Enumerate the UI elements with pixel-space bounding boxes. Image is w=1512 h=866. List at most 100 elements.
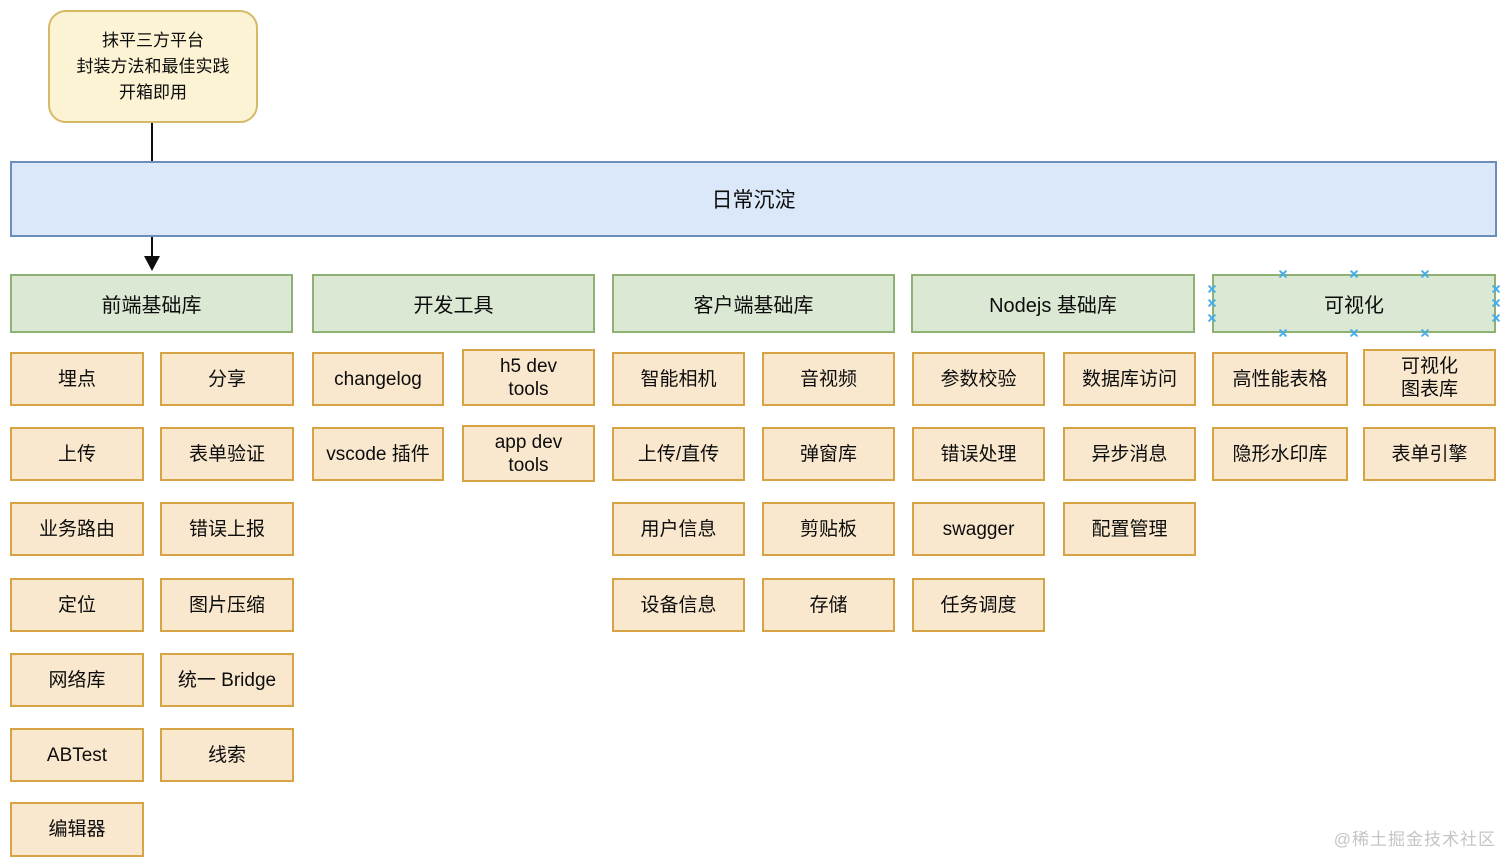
diagram-node[interactable]: 数据库访问	[1063, 352, 1196, 406]
connection-point-icon[interactable]	[1207, 284, 1217, 294]
node-label: 智能相机	[640, 368, 717, 390]
connection-point-icon[interactable]	[1420, 269, 1430, 279]
diagram-node[interactable]: 高性能表格	[1212, 352, 1348, 406]
node-label: 网络库	[48, 669, 106, 691]
diagram-node[interactable]: 埋点	[10, 352, 144, 406]
diagram-node[interactable]: 编辑器	[10, 802, 144, 857]
node-label: 图片压缩	[188, 594, 265, 616]
connection-point-icon[interactable]	[1349, 328, 1359, 338]
diagram-node[interactable]: 弹窗库	[762, 427, 895, 481]
diagram-node[interactable]: 任务调度	[912, 578, 1045, 632]
node-label: h5 dev tools	[499, 355, 558, 400]
connection-point-icon[interactable]	[1491, 298, 1501, 308]
root-note-node[interactable]: 抹平三方平台 封装方法和最佳实践 开箱即用	[48, 10, 258, 123]
node-label: vscode 插件	[326, 443, 430, 465]
diagram-node[interactable]: 上传/直传	[612, 427, 745, 481]
diagram-node[interactable]: 上传	[10, 427, 144, 481]
diagram-node[interactable]: 错误处理	[912, 427, 1045, 481]
diagram-node[interactable]: 可视化 图表库	[1363, 349, 1496, 406]
node-label: app dev tools	[494, 431, 563, 476]
node-label: 音视频	[799, 368, 857, 390]
diagram-node[interactable]: h5 dev tools	[462, 349, 595, 406]
diagram-node[interactable]: 异步消息	[1063, 427, 1196, 481]
connector-line	[151, 123, 153, 161]
diagram-node[interactable]: 剪贴板	[762, 502, 895, 556]
header-frontend-base[interactable]: 前端基础库	[10, 274, 293, 333]
header-label: 开发工具	[413, 295, 494, 317]
diagram-node[interactable]: 线索	[160, 728, 294, 782]
header-label: 前端基础库	[101, 295, 202, 317]
node-label: 数据库访问	[1081, 368, 1177, 390]
connection-point-icon[interactable]	[1420, 328, 1430, 338]
diagram-node[interactable]: 业务路由	[10, 502, 144, 556]
connection-point-icon[interactable]	[1278, 328, 1288, 338]
diagram-node[interactable]: 用户信息	[612, 502, 745, 556]
diagram-node[interactable]: app dev tools	[462, 425, 595, 482]
diagram-node[interactable]: 表单引擎	[1363, 427, 1496, 481]
node-label: changelog	[334, 368, 422, 390]
diagram-node[interactable]: 设备信息	[612, 578, 745, 632]
node-label: 上传	[57, 443, 96, 465]
connection-point-icon[interactable]	[1349, 269, 1359, 279]
diagram-node[interactable]: 图片压缩	[160, 578, 294, 632]
node-label: 可视化 图表库	[1400, 355, 1458, 400]
diagram-node[interactable]: 分享	[160, 352, 294, 406]
diagram-node[interactable]: 智能相机	[612, 352, 745, 406]
node-label: 参数校验	[940, 368, 1017, 390]
node-label: 表单验证	[188, 443, 265, 465]
node-label: 配置管理	[1091, 518, 1168, 540]
connection-point-icon[interactable]	[1491, 284, 1501, 294]
node-label: ABTest	[46, 744, 108, 766]
diagram-node[interactable]: 音视频	[762, 352, 895, 406]
diagram-node[interactable]: 隐形水印库	[1212, 427, 1348, 481]
node-label: 错误上报	[188, 518, 265, 540]
header-dev-tools[interactable]: 开发工具	[312, 274, 595, 333]
node-label: 表单引擎	[1391, 443, 1468, 465]
header-label: Nodejs 基础库	[989, 295, 1117, 317]
node-label: 剪贴板	[799, 518, 857, 540]
main-bar-node[interactable]: 日常沉淀	[10, 161, 1497, 237]
diagram-node[interactable]: ABTest	[10, 728, 144, 782]
diagram-node[interactable]: changelog	[312, 352, 444, 406]
diagram-node[interactable]: 定位	[10, 578, 144, 632]
diagram-node[interactable]: 参数校验	[912, 352, 1045, 406]
diagram-node[interactable]: 错误上报	[160, 502, 294, 556]
root-note-label: 抹平三方平台 封装方法和最佳实践 开箱即用	[76, 30, 230, 102]
connection-point-icon[interactable]	[1207, 313, 1217, 323]
node-label: 上传/直传	[637, 443, 720, 465]
connection-point-icon[interactable]	[1207, 298, 1217, 308]
diagram-node[interactable]: swagger	[912, 502, 1045, 556]
header-label: 可视化	[1324, 295, 1384, 317]
node-label: 弹窗库	[799, 443, 857, 465]
node-label: 异步消息	[1091, 443, 1168, 465]
node-label: 线索	[207, 744, 246, 766]
diagram-node[interactable]: 表单验证	[160, 427, 294, 481]
arrowhead-icon	[144, 256, 160, 271]
diagram-node[interactable]: vscode 插件	[312, 427, 444, 481]
node-label: 统一 Bridge	[177, 669, 277, 691]
node-label: 高性能表格	[1232, 368, 1328, 390]
node-label: 埋点	[57, 368, 96, 390]
header-label: 客户端基础库	[693, 295, 814, 317]
diagram-node[interactable]: 存储	[762, 578, 895, 632]
connector-line	[151, 237, 153, 257]
main-bar-label: 日常沉淀	[711, 189, 796, 212]
node-label: 任务调度	[940, 594, 1017, 616]
diagram-node[interactable]: 网络库	[10, 653, 144, 707]
diagram-node[interactable]: 配置管理	[1063, 502, 1196, 556]
watermark: @稀土掘金技术社区	[1333, 830, 1496, 849]
node-label: 存储	[809, 594, 848, 616]
node-label: 错误处理	[940, 443, 1017, 465]
node-label: 编辑器	[48, 819, 106, 840]
node-label: 分享	[207, 368, 246, 390]
node-label: 设备信息	[640, 594, 717, 616]
connection-point-icon[interactable]	[1278, 269, 1288, 279]
header-visualization[interactable]: 可视化	[1212, 274, 1496, 333]
connection-point-icon[interactable]	[1491, 313, 1501, 323]
node-label: 用户信息	[640, 518, 717, 540]
node-label: 隐形水印库	[1232, 443, 1328, 465]
header-nodejs-base[interactable]: Nodejs 基础库	[911, 274, 1195, 333]
diagram-node[interactable]: 统一 Bridge	[160, 653, 294, 707]
header-client-base[interactable]: 客户端基础库	[612, 274, 895, 333]
